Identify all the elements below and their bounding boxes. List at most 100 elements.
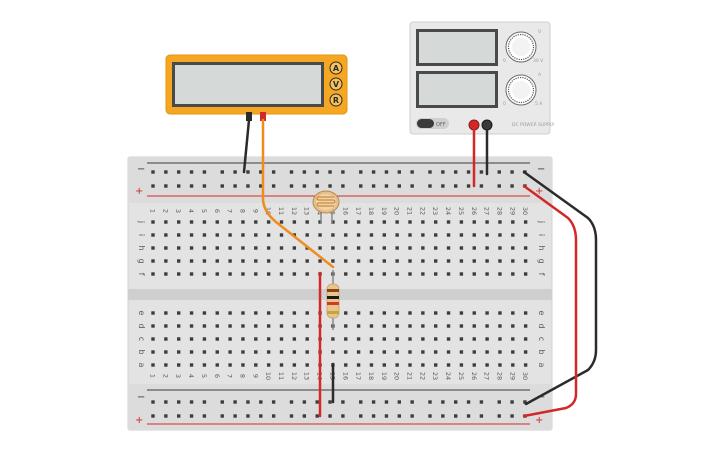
- terminal-hole[interactable]: [318, 246, 322, 250]
- terminal-hole[interactable]: [151, 324, 155, 328]
- terminal-hole[interactable]: [266, 220, 271, 224]
- terminal-hole[interactable]: [305, 363, 309, 367]
- terminal-hole[interactable]: [459, 233, 464, 237]
- voltage-knob[interactable]: [505, 31, 537, 63]
- terminal-hole[interactable]: [344, 337, 348, 341]
- terminal-hole[interactable]: [523, 220, 528, 224]
- terminal-hole[interactable]: [241, 311, 245, 315]
- terminal-hole[interactable]: [279, 350, 284, 354]
- terminal-hole[interactable]: [472, 350, 476, 354]
- multimeter-com-wire[interactable]: [242, 118, 251, 174]
- terminal-hole[interactable]: [408, 324, 412, 328]
- terminal-hole[interactable]: [459, 311, 464, 315]
- terminal-hole[interactable]: [434, 246, 438, 250]
- terminal-hole[interactable]: [202, 272, 207, 276]
- terminal-hole[interactable]: [279, 246, 284, 250]
- rail-hole[interactable]: [466, 414, 471, 418]
- rail-hole[interactable]: [441, 414, 445, 418]
- current-knob[interactable]: [505, 74, 537, 106]
- rail-hole[interactable]: [233, 170, 237, 174]
- terminal-hole[interactable]: [369, 350, 374, 354]
- terminal-hole[interactable]: [241, 272, 245, 276]
- rail-hole[interactable]: [189, 184, 194, 188]
- terminal-hole[interactable]: [344, 246, 348, 250]
- terminal-hole[interactable]: [344, 259, 348, 263]
- terminal-hole[interactable]: [292, 324, 297, 328]
- rail-hole[interactable]: [315, 400, 319, 404]
- rail-hole[interactable]: [454, 414, 458, 418]
- terminal-hole[interactable]: [408, 363, 412, 367]
- terminal-hole[interactable]: [498, 246, 502, 250]
- terminal-hole[interactable]: [472, 220, 476, 224]
- terminal-hole[interactable]: [151, 350, 155, 354]
- terminal-hole[interactable]: [459, 324, 464, 328]
- rail-hole[interactable]: [315, 170, 319, 174]
- terminal-hole[interactable]: [279, 220, 284, 224]
- terminal-hole[interactable]: [344, 363, 348, 367]
- terminal-hole[interactable]: [421, 363, 425, 367]
- terminal-hole[interactable]: [215, 233, 219, 237]
- terminal-hole[interactable]: [228, 272, 232, 276]
- rail-hole[interactable]: [177, 170, 181, 174]
- rail-hole[interactable]: [523, 400, 527, 404]
- rail-hole[interactable]: [302, 414, 307, 418]
- terminal-hole[interactable]: [279, 337, 284, 341]
- terminal-hole[interactable]: [266, 337, 271, 341]
- terminal-hole[interactable]: [523, 272, 528, 276]
- photoresistor[interactable]: [312, 190, 340, 224]
- rail-hole[interactable]: [202, 170, 207, 174]
- multimeter-mode-a-button[interactable]: A: [329, 61, 343, 75]
- rail-hole[interactable]: [189, 170, 194, 174]
- rail-hole[interactable]: [428, 170, 432, 174]
- rail-hole[interactable]: [189, 400, 194, 404]
- terminal-hole[interactable]: [189, 233, 194, 237]
- terminal-hole[interactable]: [215, 272, 219, 276]
- power-switch[interactable]: OFF: [416, 118, 449, 129]
- terminal-hole[interactable]: [395, 350, 399, 354]
- terminal-hole[interactable]: [228, 220, 232, 224]
- terminal-hole[interactable]: [446, 233, 451, 237]
- rail-hole[interactable]: [510, 400, 514, 404]
- terminal-hole[interactable]: [421, 272, 425, 276]
- rail-hole[interactable]: [497, 184, 501, 188]
- terminal-hole[interactable]: [292, 350, 297, 354]
- terminal-hole[interactable]: [511, 363, 515, 367]
- terminal-hole[interactable]: [395, 272, 399, 276]
- rail-hole[interactable]: [220, 184, 224, 188]
- rail-hole[interactable]: [497, 400, 501, 404]
- rail-hole[interactable]: [202, 414, 207, 418]
- terminal-hole[interactable]: [241, 337, 245, 341]
- rail-hole[interactable]: [428, 414, 432, 418]
- rail-hole[interactable]: [410, 184, 414, 188]
- rail-hole[interactable]: [341, 400, 345, 404]
- terminal-hole[interactable]: [485, 259, 489, 263]
- rail-hole[interactable]: [328, 170, 332, 174]
- terminal-hole[interactable]: [485, 220, 489, 224]
- terminal-hole[interactable]: [356, 337, 361, 341]
- terminal-hole[interactable]: [523, 350, 528, 354]
- terminal-hole[interactable]: [356, 246, 361, 250]
- rail-hole[interactable]: [341, 184, 345, 188]
- terminal-hole[interactable]: [446, 259, 451, 263]
- terminal-hole[interactable]: [498, 324, 502, 328]
- terminal-hole[interactable]: [266, 324, 271, 328]
- rail-hole[interactable]: [371, 184, 376, 188]
- terminal-hole[interactable]: [164, 324, 168, 328]
- rail-hole[interactable]: [428, 400, 432, 404]
- terminal-hole[interactable]: [511, 233, 515, 237]
- terminal-hole[interactable]: [292, 246, 297, 250]
- terminal-hole[interactable]: [369, 337, 374, 341]
- rail-hole[interactable]: [151, 414, 155, 418]
- terminal-hole[interactable]: [344, 350, 348, 354]
- plus-rail-jumper-wire[interactable]: [522, 184, 578, 418]
- rail-hole[interactable]: [454, 184, 458, 188]
- terminal-hole[interactable]: [408, 337, 412, 341]
- terminal-hole[interactable]: [189, 350, 194, 354]
- terminal-hole[interactable]: [177, 259, 181, 263]
- rail-hole[interactable]: [271, 414, 276, 418]
- terminal-hole[interactable]: [485, 233, 489, 237]
- terminal-hole[interactable]: [408, 220, 412, 224]
- rail-hole[interactable]: [384, 414, 389, 418]
- rail-hole[interactable]: [397, 400, 401, 404]
